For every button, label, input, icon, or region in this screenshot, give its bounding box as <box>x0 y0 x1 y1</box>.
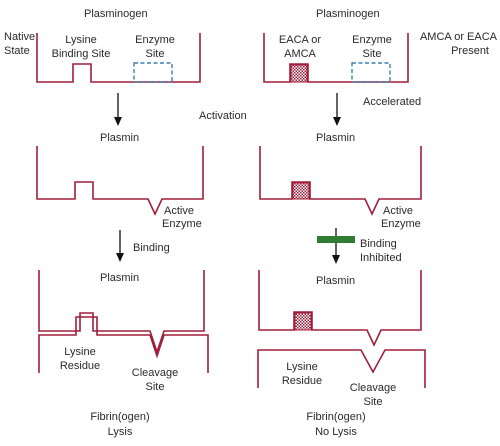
lysine-residue-label-left-line1: Lysine <box>64 346 95 358</box>
fibrin-substrate-right <box>257 349 426 388</box>
binding-inhibited-label-line1: Binding <box>360 238 397 250</box>
enzyme-site-dashed-box-left <box>133 62 173 83</box>
active-enzyme-label-right-line1: Active <box>383 205 413 217</box>
active-enzyme-label-left-line1: Active <box>164 205 194 217</box>
fibrinogen-lysis-label-line2: Lysis <box>108 426 133 438</box>
plasminogen-title-left: Plasminogen <box>84 8 148 20</box>
amca-eaca-present-label-line2: Present <box>451 45 489 57</box>
enzyme-site-label-left-line1: Enzyme <box>135 34 175 46</box>
inhibition-bar <box>317 236 355 243</box>
fibrinogen-lysis-label-line1: Fibrin(ogen) <box>90 411 149 423</box>
plasminogen-outline-right <box>263 33 409 83</box>
fibrinogen-no-lysis-label-line2: No Lysis <box>315 426 357 438</box>
plasminogen-outline-left <box>36 33 201 83</box>
lysine-residue-label-right-line1: Lysine <box>286 361 317 373</box>
binding-inhibited-arrow-head <box>332 255 340 264</box>
binding-arrow-left-head <box>116 253 124 262</box>
enzyme-site-label-right-line2: Site <box>363 48 382 60</box>
plasmin-title-right-middle: Plasmin <box>316 132 355 144</box>
plasmin-outline-left-bottom <box>38 270 205 355</box>
enzyme-site-label-left-line2: Site <box>146 48 165 60</box>
lysine-binding-site-label-line1: Lysine <box>65 34 96 46</box>
binding-inhibited-label-line2: Inhibited <box>360 252 402 264</box>
cleavage-site-label-right-line1: Cleavage <box>350 382 396 394</box>
enzyme-site-label-right-line1: Enzyme <box>352 34 392 46</box>
activation-arrow-left-head <box>114 117 122 126</box>
plasmin-outline-right-bottom <box>258 270 422 347</box>
activation-label: Activation <box>199 110 247 122</box>
active-enzyme-label-right-line2: Enzyme <box>381 218 421 230</box>
plasmin-outline-right-middle <box>259 146 422 216</box>
native-state-label-line2: State <box>4 45 30 57</box>
plasminogen-title-right: Plasminogen <box>316 8 380 20</box>
cleavage-site-label-left-line1: Cleavage <box>132 367 178 379</box>
accelerated-arrow-right-head <box>333 117 341 126</box>
inhibitor-bound-site-right-bottom <box>294 312 312 331</box>
active-enzyme-label-left-line2: Enzyme <box>162 218 202 230</box>
lysine-binding-site-label-line2: Binding Site <box>52 48 111 60</box>
enzyme-site-dashed-box-right <box>351 62 391 83</box>
inhibitor-bound-site-right-middle <box>292 182 310 200</box>
fibrinogen-no-lysis-label-line1: Fibrin(ogen) <box>306 411 365 423</box>
plasmin-outline-left-middle <box>36 146 204 216</box>
eaca-amca-label-line1: EACA or <box>279 34 322 46</box>
lysine-residue-label-left-line2: Residue <box>60 360 100 372</box>
inhibitor-bound-site-right-top <box>290 64 308 83</box>
plasmin-title-left-middle: Plasmin <box>100 132 139 144</box>
accelerated-label: Accelerated <box>363 96 421 108</box>
fibrin-substrate-left <box>38 316 209 373</box>
cleavage-site-label-right-line2: Site <box>364 396 383 408</box>
lysine-residue-label-right-line2: Residue <box>282 375 322 387</box>
amca-eaca-present-label-line1: AMCA or EACA <box>420 31 498 43</box>
plasmin-title-left-bottom: Plasmin <box>100 272 139 284</box>
plasmin-title-right-bottom: Plasmin <box>316 275 355 287</box>
eaca-amca-label-line2: AMCA <box>284 48 316 60</box>
binding-label: Binding <box>133 242 170 254</box>
native-state-label-line1: Native <box>4 31 35 43</box>
cleavage-site-label-left-line2: Site <box>146 381 165 393</box>
